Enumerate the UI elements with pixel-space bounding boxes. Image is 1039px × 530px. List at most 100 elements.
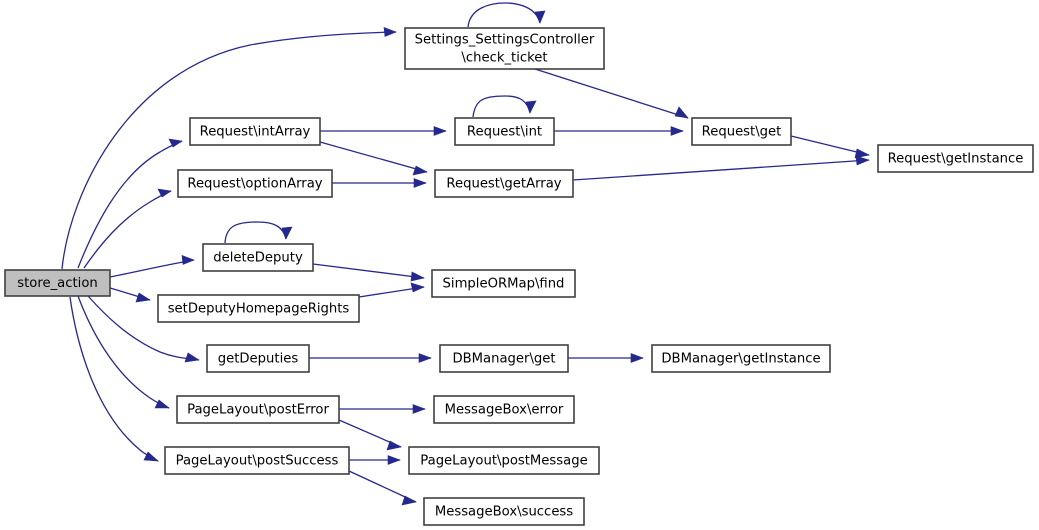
edge-line	[319, 141, 428, 173]
node-box[interactable]	[439, 344, 569, 373]
arrowhead-icon	[154, 399, 170, 409]
arrowhead-icon	[401, 495, 417, 506]
arrowhead-icon	[410, 271, 425, 282]
edge-line	[312, 263, 425, 279]
node-messagebox_success[interactable]: MessageBox\success	[423, 497, 585, 526]
arrowhead-icon	[386, 440, 402, 451]
node-box[interactable]	[176, 395, 340, 424]
arrowhead-icon	[413, 178, 427, 188]
arrowhead-icon	[433, 126, 447, 136]
node-box[interactable]	[177, 169, 333, 198]
node-label: MessageBox\error	[445, 403, 564, 418]
edge-get-to-getInstance	[790, 135, 870, 159]
node-setDeputyHomepageRights[interactable]: setDeputyHomepageRights	[157, 294, 360, 323]
node-box[interactable]	[157, 294, 360, 323]
node-get[interactable]: Request\get	[691, 117, 792, 146]
edge-store_action-to-setDeputyHomepageRights	[109, 287, 151, 303]
node-box[interactable]	[691, 117, 792, 146]
node-postSuccess[interactable]: PageLayout\postSuccess	[164, 446, 350, 475]
edge-line	[472, 95, 531, 118]
node-label: MessageBox\success	[435, 505, 573, 520]
node-getArray[interactable]: Request\getArray	[434, 169, 574, 198]
arrowhead-icon	[168, 138, 183, 148]
node-optionArray[interactable]: Request\optionArray	[177, 169, 333, 198]
arrowhead-icon	[143, 451, 159, 462]
node-box[interactable]	[206, 344, 310, 373]
node-getInstance[interactable]: Request\getInstance	[877, 144, 1034, 173]
node-postError[interactable]: PageLayout\postError	[176, 395, 340, 424]
edge-getDeputies-to-dbmanager_get	[309, 353, 432, 363]
node-box[interactable]	[202, 243, 314, 272]
node-label: Request\getInstance	[888, 152, 1024, 167]
node-dbmanager_getInstance[interactable]: DBManager\getInstance	[651, 344, 831, 373]
node-getDeputies[interactable]: getDeputies	[206, 344, 310, 373]
arrowhead-icon	[674, 106, 689, 119]
node-label: store_action	[17, 276, 98, 291]
node-box[interactable]	[408, 446, 600, 475]
arrowhead-icon	[412, 404, 426, 414]
edge-line	[572, 159, 870, 181]
node-check_ticket[interactable]: Settings_SettingsController\check_ticket	[404, 27, 605, 70]
node-label: getDeputies	[218, 352, 299, 367]
node-label: Request\optionArray	[187, 177, 322, 192]
edge-line	[87, 295, 200, 361]
node-box[interactable]	[431, 269, 576, 298]
edge-getArray-to-getInstance	[572, 155, 870, 181]
edge-store_action-to-check_ticket	[61, 27, 397, 270]
edge-intArray-to-getArray	[319, 141, 428, 176]
edge-store_action-to-optionArray	[83, 188, 172, 269]
arrowhead-icon	[525, 100, 537, 114]
edge-postError-to-messagebox_error	[339, 404, 426, 414]
node-dbmanager_get[interactable]: DBManager\get	[439, 344, 569, 373]
node-store_action[interactable]: store_action	[4, 269, 111, 297]
node-box[interactable]	[423, 497, 585, 526]
arrowhead-icon	[181, 255, 195, 265]
node-label: Request\get	[702, 125, 782, 140]
edge-check_ticket-to-check_ticket	[467, 2, 546, 28]
node-box[interactable]	[4, 269, 111, 297]
edge-postSuccess-to-postMessage	[349, 455, 401, 465]
node-label: Request\getArray	[446, 177, 561, 192]
node-simpleormap_find[interactable]: SimpleORMap\find	[431, 269, 576, 298]
node-box[interactable]	[164, 446, 350, 475]
edge-store_action-to-getDeputies	[87, 295, 200, 363]
arrowhead-icon	[410, 282, 425, 293]
arrowhead-icon	[855, 155, 870, 166]
arrowhead-icon	[387, 455, 401, 465]
node-label: Request\int	[467, 125, 542, 140]
node-messagebox_error[interactable]: MessageBox\error	[433, 395, 575, 424]
edge-int-to-get	[554, 126, 684, 136]
node-postMessage[interactable]: PageLayout\postMessage	[408, 446, 600, 475]
node-label: setDeputyHomepageRights	[168, 302, 350, 317]
arrowhead-icon	[630, 353, 644, 363]
node-box[interactable]	[404, 27, 605, 70]
edge-line	[224, 221, 287, 244]
node-box[interactable]	[454, 117, 555, 146]
edge-line	[790, 135, 870, 156]
node-intArray[interactable]: Request\intArray	[189, 117, 321, 146]
edge-deleteDeputy-to-deleteDeputy	[224, 221, 293, 244]
edge-store_action-to-postError	[77, 295, 170, 409]
edge-setDeputyHomepageRights-to-simpleormap_find	[358, 282, 425, 298]
edge-store_action-to-postSuccess	[69, 296, 159, 462]
node-label: DBManager\get	[452, 352, 555, 367]
node-int[interactable]: Request\int	[454, 117, 555, 146]
node-box[interactable]	[434, 169, 574, 198]
node-box[interactable]	[651, 344, 831, 373]
node-label: DBManager\getInstance	[661, 352, 820, 367]
edge-line	[83, 190, 172, 269]
edge-store_action-to-intArray	[77, 138, 183, 269]
node-box[interactable]	[877, 144, 1034, 173]
edge-store_action-to-deleteDeputy	[109, 255, 195, 278]
edge-line	[534, 68, 689, 119]
arrowhead-icon	[157, 188, 172, 198]
node-box[interactable]	[189, 117, 321, 146]
edge-postSuccess-to-messagebox_success	[348, 470, 417, 506]
edge-check_ticket-to-get	[534, 68, 689, 119]
edge-deleteDeputy-to-simpleormap_find	[312, 263, 425, 282]
node-box[interactable]	[433, 395, 575, 424]
node-deleteDeputy[interactable]: deleteDeputy	[202, 243, 314, 272]
arrowhead-icon	[281, 226, 293, 240]
arrowhead-icon	[670, 126, 684, 136]
